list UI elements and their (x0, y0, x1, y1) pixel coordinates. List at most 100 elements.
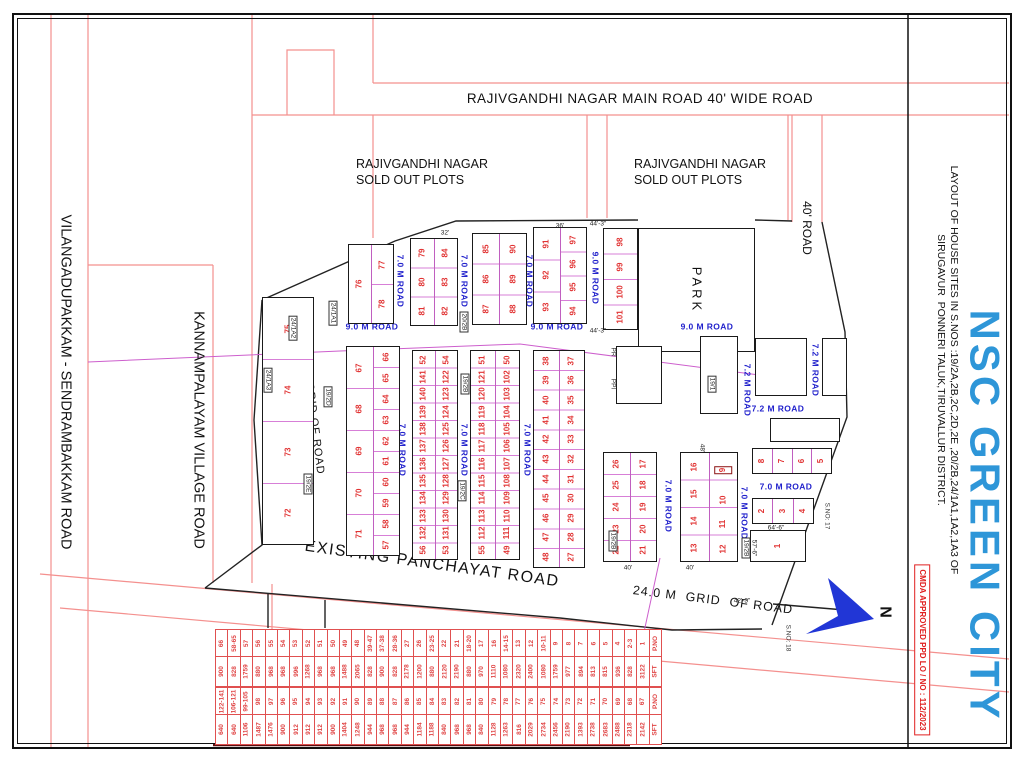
plot-number: 9 (714, 466, 733, 475)
table-cell: 1188 (426, 714, 439, 744)
plot-number: 46 (541, 513, 551, 523)
plot-number: 44 (541, 474, 551, 484)
road-size-label: 7.0 M ROAD (459, 423, 470, 477)
table-column: 23-25 880 (426, 630, 440, 686)
table-cell: 80 (478, 697, 486, 705)
table-cell: 894 (575, 656, 587, 686)
plot-number: 58 (381, 519, 391, 529)
vacant-block (755, 338, 807, 396)
dimension-label: 36' (555, 222, 565, 230)
plot-number: 93 (541, 302, 551, 312)
table-cell: 968 (389, 714, 401, 744)
plot-number: 123 (441, 387, 451, 401)
table-cell: 2318 (624, 714, 637, 744)
plot-number: 139 (418, 404, 428, 419)
plot-number: 63 (381, 415, 391, 425)
plot-number: 134 (418, 491, 428, 505)
table-cell: 968 (265, 656, 277, 686)
table-header-cell: SFT (649, 656, 662, 686)
cmda-approval-note: CMDA APPROVED PPD LO / NO : 112/2023 (913, 564, 931, 736)
plot-number: 72 (283, 508, 292, 518)
plot-number: 25 (611, 480, 621, 490)
park-label: PARK (689, 266, 704, 314)
table-cell: 21 (453, 639, 461, 647)
plot-number: 119 (477, 405, 487, 419)
plot-number: 125 (441, 422, 451, 436)
table-cell: 27 (404, 639, 412, 647)
plot-number: 101 (615, 309, 625, 324)
plot-column: 6 (791, 449, 812, 473)
plot-number: 78 (377, 299, 387, 308)
survey-number-box: 24/1A1 (328, 300, 338, 326)
plot-column: 2 (753, 499, 773, 523)
plot-number: 47 (541, 532, 551, 542)
table-cell: 2738 (587, 714, 600, 744)
table-cell: 828 (228, 656, 240, 686)
table-cell: 1488 (339, 656, 352, 686)
plot-number: 13 (689, 543, 699, 552)
table-cell: 2029 (525, 714, 538, 744)
table-cell: 95 (292, 697, 300, 705)
table-cell: 828 (389, 656, 401, 686)
plot-number: 57 (381, 540, 391, 550)
left-road-label: VILANGADUPAKKAM - SENDRAMBAKKAM ROAD (57, 214, 74, 550)
plot-number: 54 (441, 355, 451, 365)
table-cell: 67 (639, 697, 647, 705)
table-cell: 83 (441, 697, 449, 705)
table-cell: 1393 (575, 714, 587, 744)
plot-number: 52 (418, 355, 428, 365)
dimension-label: 64'-6" (767, 524, 785, 532)
plot-number: 128 (441, 474, 451, 488)
table-cell: 2456 (550, 714, 562, 744)
plot-number: 137 (418, 439, 428, 453)
plot-number: 71 (354, 529, 364, 539)
table-cell: 23-25 (428, 634, 436, 652)
plot-column: 8 (753, 449, 772, 473)
table-header-cell: SFT (649, 714, 662, 744)
table-cell: 77 (515, 697, 523, 705)
table-cell: 640 (216, 714, 228, 744)
table-cell: 37-38 (379, 634, 387, 652)
table-cell: 1080 (500, 656, 513, 686)
table-cell: 2142 (637, 714, 649, 744)
plot-number: 30 (566, 493, 576, 503)
plot-number: 43 (541, 454, 551, 464)
road-size-label: 9.0 M ROAD (530, 321, 584, 332)
plot-number: 107 (502, 456, 512, 471)
plot-number: 73 (283, 447, 292, 457)
table-cell: 1263 (500, 714, 513, 744)
table-cell: 54 (280, 639, 288, 647)
plot-number: 45 (541, 493, 551, 503)
plot-number: 140 (418, 387, 428, 401)
table-cell: 18-20 (466, 634, 474, 652)
table-cell: 816 (513, 714, 525, 744)
table-cell: 880 (426, 656, 439, 686)
plot-block: 1 (750, 530, 806, 562)
plot-number: 106 (502, 439, 512, 453)
